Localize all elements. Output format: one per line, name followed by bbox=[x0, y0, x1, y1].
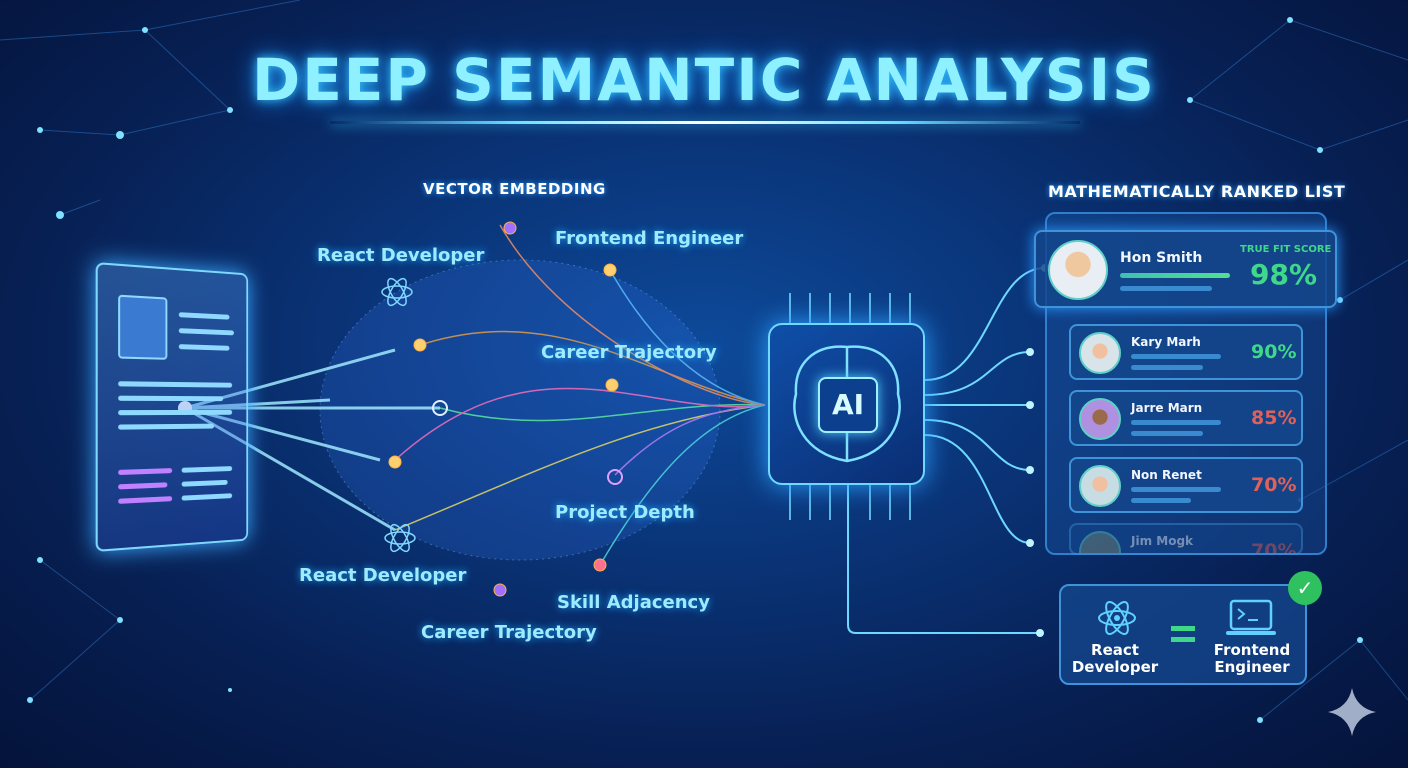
ranked-list-heading: MATHEMATICALLY RANKED LIST bbox=[1048, 182, 1345, 201]
top-candidate-card[interactable]: Hon Smith TRUE FIT SCORE 98% bbox=[1034, 230, 1337, 308]
embedding-label: Career Trajectory bbox=[421, 622, 597, 643]
profile-photo-icon bbox=[118, 295, 167, 360]
avatar bbox=[1079, 398, 1121, 440]
candidate-name: Non Renet bbox=[1131, 468, 1202, 482]
embedding-label: Skill Adjacency bbox=[557, 592, 710, 613]
sparkle-icon bbox=[1328, 688, 1376, 736]
candidate-name: Kary Marh bbox=[1131, 335, 1201, 349]
candidate-row[interactable]: Non Renet 70% bbox=[1069, 457, 1303, 513]
candidate-score: 90% bbox=[1251, 341, 1296, 363]
candidate-name: Jarre Marn bbox=[1131, 401, 1202, 415]
equivalence-right: Frontend Engineer bbox=[1199, 642, 1305, 676]
candidate-row[interactable]: Jarre Marn 85% bbox=[1069, 390, 1303, 446]
react-atom-icon bbox=[1097, 598, 1137, 638]
avatar bbox=[1079, 531, 1121, 555]
candidate-score: 85% bbox=[1251, 407, 1296, 429]
equivalence-left: React Developer bbox=[1065, 642, 1165, 676]
check-icon: ✓ bbox=[1288, 571, 1322, 605]
resume-document-icon bbox=[96, 262, 248, 552]
embedding-label: Project Depth bbox=[555, 502, 695, 523]
avatar bbox=[1079, 465, 1121, 507]
embedding-label: Frontend Engineer bbox=[555, 228, 743, 249]
true-fit-score-label: TRUE FIT SCORE bbox=[1240, 244, 1331, 255]
avatar bbox=[1048, 240, 1108, 300]
candidate-score: 70% bbox=[1251, 474, 1296, 496]
page-title: DEEP SEMANTIC ANALYSIS bbox=[0, 46, 1408, 114]
title-underline bbox=[330, 121, 1080, 124]
equals-icon bbox=[1171, 626, 1195, 631]
candidate-score: 70% bbox=[1251, 540, 1296, 555]
embedding-label: Career Trajectory bbox=[541, 342, 717, 363]
ai-label: AI bbox=[818, 377, 878, 433]
avatar bbox=[1079, 332, 1121, 374]
laptop-terminal-icon bbox=[1225, 598, 1277, 638]
candidate-score: 98% bbox=[1250, 258, 1317, 291]
candidate-name: Hon Smith bbox=[1120, 250, 1202, 266]
role-equivalence-box: React Developer Frontend Engineer bbox=[1059, 584, 1307, 685]
candidate-name: Jim Mogk bbox=[1131, 534, 1193, 548]
candidate-row[interactable]: Jim Mogk 70% bbox=[1069, 523, 1303, 555]
embedding-label: React Developer bbox=[299, 565, 466, 586]
vector-embedding-heading: VECTOR EMBEDDING bbox=[423, 180, 606, 198]
candidate-row[interactable]: Kary Marh 90% bbox=[1069, 324, 1303, 380]
ai-chip: AI bbox=[768, 323, 925, 485]
embedding-label: React Developer bbox=[317, 245, 484, 266]
